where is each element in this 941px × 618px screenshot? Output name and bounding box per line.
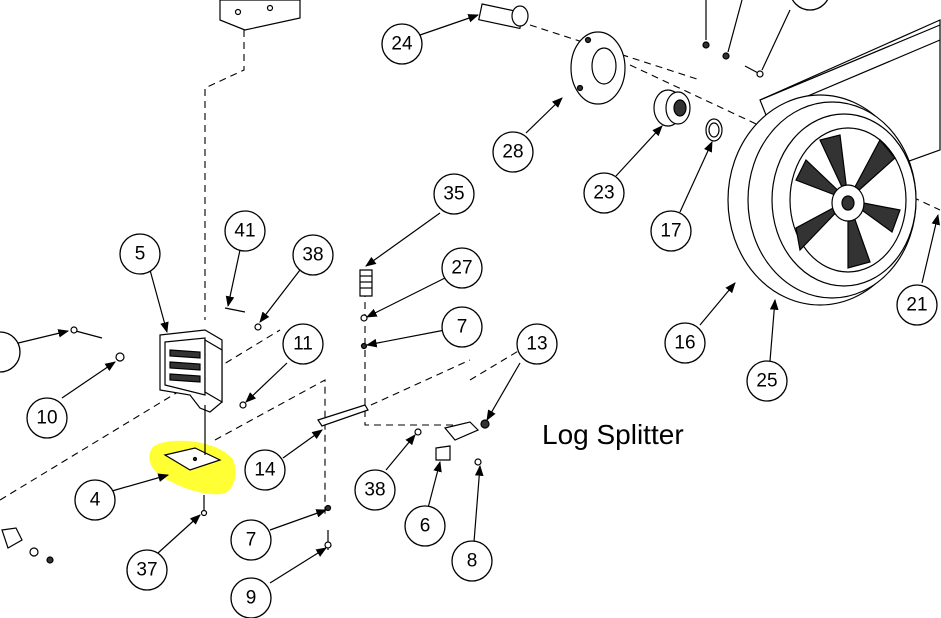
top-bolts-part <box>702 41 764 78</box>
svg-text:23: 23 <box>593 183 614 204</box>
callout-27[interactable]: 27 <box>441 247 483 289</box>
callout-10[interactable]: 10 <box>26 397 68 439</box>
svg-text:6: 6 <box>420 516 431 537</box>
bearing-flange-part <box>570 31 626 105</box>
callout-13[interactable]: 13 <box>516 323 558 365</box>
svg-text:25: 25 <box>756 371 777 392</box>
small-hardware <box>1 269 490 564</box>
svg-text:28: 28 <box>502 142 523 163</box>
diagram-title: Log Splitter <box>542 419 684 450</box>
callout-37[interactable]: 37 <box>126 549 168 591</box>
svg-text:17: 17 <box>660 221 681 242</box>
svg-text:7: 7 <box>246 530 257 551</box>
svg-text:27: 27 <box>451 258 472 279</box>
callout-5[interactable]: 5 <box>119 233 161 275</box>
callout-21[interactable]: 21 <box>896 284 938 326</box>
callout-14[interactable]: 14 <box>244 449 286 491</box>
callout-41[interactable]: 41 <box>224 210 266 252</box>
svg-text:21: 21 <box>906 295 927 316</box>
callout-7-upper[interactable]: 7 <box>441 306 483 348</box>
callout-16[interactable]: 16 <box>664 322 706 364</box>
svg-text:11: 11 <box>293 334 313 355</box>
callout-38-lower[interactable]: 38 <box>354 469 396 511</box>
frame-shaft-part <box>219 0 301 31</box>
callout-8[interactable]: 8 <box>451 540 493 582</box>
edge-callouts <box>0 0 829 373</box>
snap-ring-part <box>705 118 723 142</box>
axle-pin-part <box>478 3 529 30</box>
callout-bubbles: 24 28 23 17 16 25 21 5 41 38 11 10 4 37 … <box>26 23 938 618</box>
callout-6[interactable]: 6 <box>404 505 446 547</box>
callout-9[interactable]: 9 <box>230 577 272 618</box>
bearing-part <box>653 89 691 127</box>
callout-4[interactable]: 4 <box>74 479 116 521</box>
callout-24[interactable]: 24 <box>381 23 423 65</box>
callout-28[interactable]: 28 <box>492 131 534 173</box>
bracket-part <box>159 329 223 413</box>
callout-25[interactable]: 25 <box>746 360 788 402</box>
callout-17[interactable]: 17 <box>650 210 692 252</box>
callout-leaders <box>9 0 940 584</box>
svg-text:9: 9 <box>246 588 257 609</box>
svg-text:38: 38 <box>302 245 323 266</box>
svg-text:10: 10 <box>36 408 57 429</box>
wheel-part <box>727 19 941 306</box>
callout-35[interactable]: 35 <box>433 173 475 215</box>
svg-text:14: 14 <box>254 460 276 481</box>
callout-38-upper[interactable]: 38 <box>292 234 334 276</box>
svg-text:16: 16 <box>674 333 695 354</box>
highlighted-plate-part <box>149 405 236 495</box>
svg-text:5: 5 <box>135 244 146 265</box>
svg-text:8: 8 <box>467 551 478 572</box>
svg-text:41: 41 <box>234 221 255 242</box>
svg-text:38: 38 <box>364 480 385 501</box>
svg-text:24: 24 <box>391 34 413 55</box>
svg-text:37: 37 <box>136 560 157 581</box>
callout-11[interactable]: 11 <box>282 323 324 365</box>
callout-7-lower[interactable]: 7 <box>230 519 272 561</box>
callout-23[interactable]: 23 <box>583 172 625 214</box>
svg-text:35: 35 <box>443 184 464 205</box>
svg-text:13: 13 <box>526 334 547 355</box>
svg-text:7: 7 <box>457 317 468 338</box>
svg-text:4: 4 <box>90 490 101 511</box>
